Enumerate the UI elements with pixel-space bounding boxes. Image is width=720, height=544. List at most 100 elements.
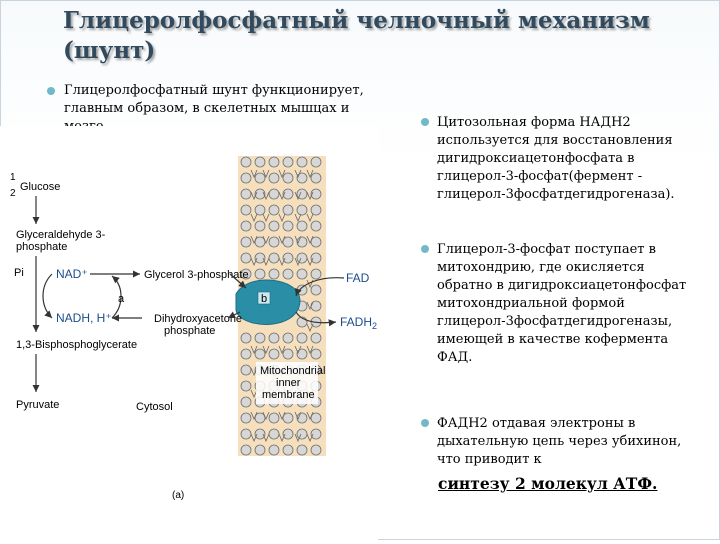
cytosol-label: Cytosol	[136, 401, 173, 413]
g3p-label-2: phosphate	[16, 241, 67, 253]
lipid-head	[296, 156, 308, 168]
lipid-head	[296, 444, 308, 456]
lipid-head	[268, 268, 280, 280]
lipid-head	[268, 172, 280, 184]
lipid-head	[240, 348, 252, 360]
lipid-head	[240, 252, 252, 264]
lipid-head	[282, 252, 294, 264]
lipid-head	[254, 204, 266, 216]
lipid-tail	[250, 191, 258, 201]
nadh-label: NADH, H⁺	[56, 311, 112, 325]
lipid-tail	[262, 433, 270, 443]
conclusion-text: синтезу 2 молекул АТФ.	[438, 474, 658, 493]
lipid-tail	[250, 411, 258, 421]
lipid-tail	[250, 345, 258, 355]
lipid-head	[254, 188, 266, 200]
lipid-tail	[278, 257, 286, 267]
lipid-tail	[262, 345, 270, 355]
lipid-head	[310, 236, 322, 248]
lipid-head	[282, 172, 294, 184]
lipid-head	[240, 396, 252, 408]
lipid-head	[268, 220, 280, 232]
lipid-tail	[306, 345, 314, 355]
lipid-head	[240, 412, 252, 424]
lipid-head	[268, 412, 280, 424]
lipid-tail	[306, 213, 314, 223]
lipid-head	[310, 252, 322, 264]
lipid-head	[296, 220, 308, 232]
membrane-label-2: inner	[276, 377, 301, 389]
lipid-tail	[294, 345, 302, 355]
lipid-head	[296, 268, 308, 280]
lipid-tail	[306, 301, 314, 311]
fadh2-text: FADH	[340, 315, 372, 329]
membrane-label-1: Mitochondrial	[260, 365, 325, 377]
lipid-head	[296, 332, 308, 344]
arrow-enzyme-dhap	[227, 311, 241, 319]
membrane-label-bg	[256, 362, 318, 404]
enzyme-b-label: b	[261, 293, 267, 305]
lipid-tail	[306, 323, 314, 333]
bullet-text-3: Глицерол-3-фосфат поступает в митохондри…	[437, 242, 687, 365]
lipid-head	[254, 412, 266, 424]
lipid-tail	[250, 213, 258, 223]
shuttle-diagram: b 1 2 Glucose Glyceraldehyde 3- phosphat…	[0, 126, 378, 540]
lipid-head	[296, 204, 308, 216]
lipid-tail	[278, 411, 286, 421]
lipid-tail	[294, 191, 302, 201]
lipid-tail	[262, 411, 270, 421]
pyruvate-label: Pyruvate	[16, 399, 59, 411]
lipid-head	[282, 236, 294, 248]
fadh2-label: FADH2	[340, 315, 377, 331]
lipid-head	[254, 348, 266, 360]
lipid-tail	[306, 235, 314, 245]
lipid-head	[282, 332, 294, 344]
lipid-tail	[278, 235, 286, 245]
bullet-text-4: ФАДН2 отдавая электроны в дыхательную це…	[437, 416, 682, 467]
membrane-label-3: membrane	[262, 389, 315, 401]
lipid-head	[254, 236, 266, 248]
lipid-head	[310, 156, 322, 168]
lipid-tail	[262, 235, 270, 245]
fad-label: FAD	[346, 271, 370, 285]
lipid-head	[268, 236, 280, 248]
dhap-label-1: Dihydroxyacetone	[154, 313, 242, 325]
lipid-tail	[278, 191, 286, 201]
lipid-tail	[250, 169, 258, 179]
lipid-tail	[306, 257, 314, 267]
lipid-head	[254, 332, 266, 344]
lipid-tail	[262, 213, 270, 223]
lipid-tail	[262, 257, 270, 267]
lipid-head	[268, 428, 280, 440]
lipid-head	[268, 444, 280, 456]
lipid-head	[268, 332, 280, 344]
step-2: 2	[10, 188, 16, 199]
lipid-head	[268, 156, 280, 168]
lipid-head	[282, 348, 294, 360]
lipid-tail	[278, 345, 286, 355]
lipid-head	[254, 428, 266, 440]
lipid-head	[296, 348, 308, 360]
bullet-dot	[421, 118, 429, 126]
lipid-head	[240, 444, 252, 456]
lipid-tail	[294, 257, 302, 267]
lipid-head	[240, 156, 252, 168]
lipid-head	[240, 220, 252, 232]
lipid-head	[254, 444, 266, 456]
lipid-tail	[278, 433, 286, 443]
bullet-dot	[421, 245, 429, 253]
lipid-head	[240, 428, 252, 440]
lipid-tail	[306, 191, 314, 201]
lipid-head	[296, 252, 308, 264]
bullet-dot	[421, 419, 429, 427]
lipid-head	[310, 332, 322, 344]
lipid-head	[240, 236, 252, 248]
lipid-tail	[250, 433, 258, 443]
lipid-head	[310, 220, 322, 232]
fadh2-subscript: 2	[372, 321, 377, 331]
lipid-tail	[306, 169, 314, 179]
panel-label: (a)	[172, 490, 184, 501]
lipid-tail	[250, 235, 258, 245]
glucose-label: Glucose	[20, 181, 60, 193]
lipid-head	[254, 172, 266, 184]
